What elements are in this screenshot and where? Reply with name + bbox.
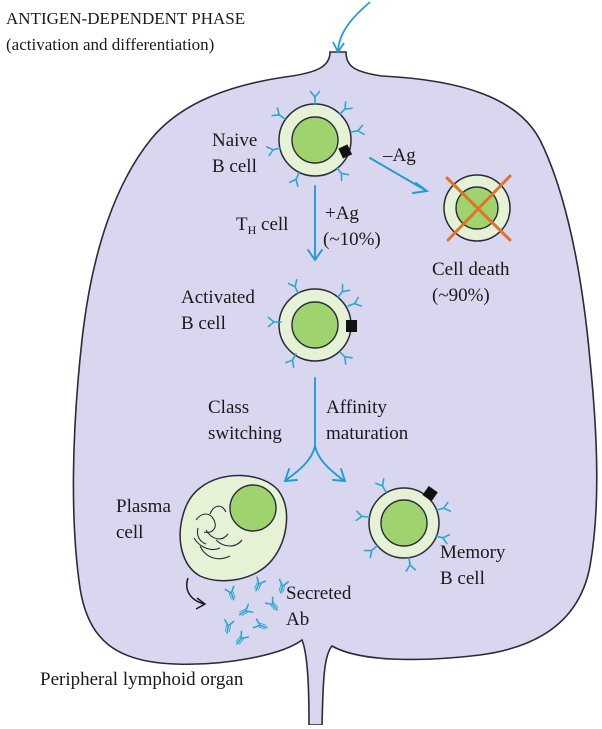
memory-label-2: B cell <box>440 568 485 589</box>
cross-mark-icon <box>445 174 512 242</box>
death-label-1: Cell death <box>432 259 510 280</box>
arrowhead-plasma-icon <box>283 468 298 483</box>
death-label-2: (~90%) <box>432 285 490 306</box>
activated-label-1: Activated <box>181 287 255 308</box>
endoplasmic-reticulum <box>193 505 243 560</box>
arrow-to-memory-icon <box>314 445 344 481</box>
secretion-arrowhead-icon <box>195 597 207 610</box>
memory-b-cell <box>368 486 440 559</box>
minus-ag-label: –Ag <box>383 145 416 166</box>
plasma-label-2: cell <box>116 522 144 543</box>
secreted-label-2: Ab <box>286 609 310 630</box>
secretion-arrow-icon <box>186 577 205 605</box>
arrow-naive-to-death-icon <box>369 157 426 191</box>
secreted-label-1: Secreted <box>286 583 352 604</box>
receptor-block-icon <box>346 320 357 332</box>
dead-cell <box>443 174 512 242</box>
naive-label-2: B cell <box>212 156 257 177</box>
arrowhead-death-icon <box>412 182 430 194</box>
phase-subtitle: (activation and differentiation) <box>6 35 215 54</box>
class-switching-label-2: switching <box>208 423 282 444</box>
receptor-block-icon <box>422 486 438 502</box>
affinity-maturation-label-2: maturation <box>326 423 409 444</box>
naive-label-1: Naive <box>212 130 258 151</box>
class-switching-label-1: Class <box>208 397 250 418</box>
activated-label-2: B cell <box>181 313 226 334</box>
plus-ag-label: +Ag <box>325 203 359 224</box>
receptor-block-icon <box>338 144 353 159</box>
affinity-maturation-label-1: Affinity <box>326 397 387 418</box>
naive-b-cell <box>278 103 353 177</box>
arrowhead-memory-icon <box>332 468 347 483</box>
arrows <box>283 157 430 483</box>
incoming-arrowhead-icon <box>332 41 345 54</box>
plasma-label-1: Plasma <box>116 496 171 517</box>
organ-label: Peripheral lymphoid organ <box>40 669 244 690</box>
th-cell-label: TH cell <box>236 214 289 237</box>
memory-label-1: Memory <box>440 542 506 563</box>
incoming-arrow-icon <box>337 1 371 51</box>
plus-ag-percent: (~10%) <box>323 229 381 250</box>
phase-title: ANTIGEN-DEPENDENT PHASE <box>6 9 246 28</box>
activated-b-cell <box>278 288 357 362</box>
plasma-cell <box>179 474 288 582</box>
arrowhead-activated-icon <box>307 249 323 262</box>
arrow-to-plasma-icon <box>285 445 316 481</box>
